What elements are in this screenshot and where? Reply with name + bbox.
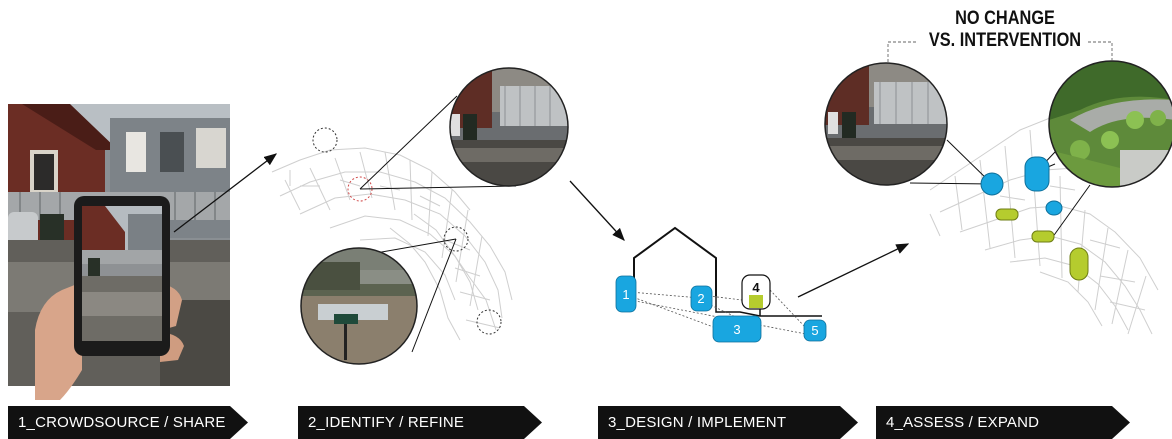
design-section-diagram: 1 2 3 4 5 [615,226,827,343]
street-map-identify [271,147,513,341]
flow-arrow-1 [173,153,278,233]
marker-2 [690,285,713,312]
zoom-marker-mid [443,226,469,252]
callout-bracket [887,41,1113,62]
marker-1-label: 1 [622,287,629,302]
marker-2-label: 2 [697,291,704,306]
marker-4-label: 4 [752,280,760,295]
flow-arrow-2 [569,180,625,241]
marker-5 [803,319,827,342]
comparison-title: NO CHANGE VS. INTERVENTION [910,8,1099,52]
marker-5-label: 5 [811,323,818,338]
marker-3 [712,315,762,343]
crowdsource-photo [8,104,230,400]
zoom-leader-lines [359,95,517,353]
zoom-photo-flooded-sign [300,247,418,365]
step-4-label: 4_ASSESS / EXPAND [876,406,1130,439]
step-1-label: 1_CROWDSOURCE / SHARE [8,406,248,439]
zoom-marker-bot [476,309,502,335]
zoom-photo-flooded-street [449,67,569,187]
intervention-markers [980,156,1089,281]
comparison-title-line2: VS. INTERVENTION [928,30,1082,51]
no-change-photo [824,62,948,186]
intervention-photo [1048,60,1172,188]
marker-3-label: 3 [733,322,740,337]
step-3-label: 3_DESIGN / IMPLEMENT [598,406,858,439]
flow-arrow-3 [797,243,910,298]
marker-1 [615,275,637,313]
step-2-label: 2_IDENTIFY / REFINE [298,406,542,439]
zoom-marker-top [312,127,338,153]
comparison-title-line1: NO CHANGE [955,8,1055,29]
